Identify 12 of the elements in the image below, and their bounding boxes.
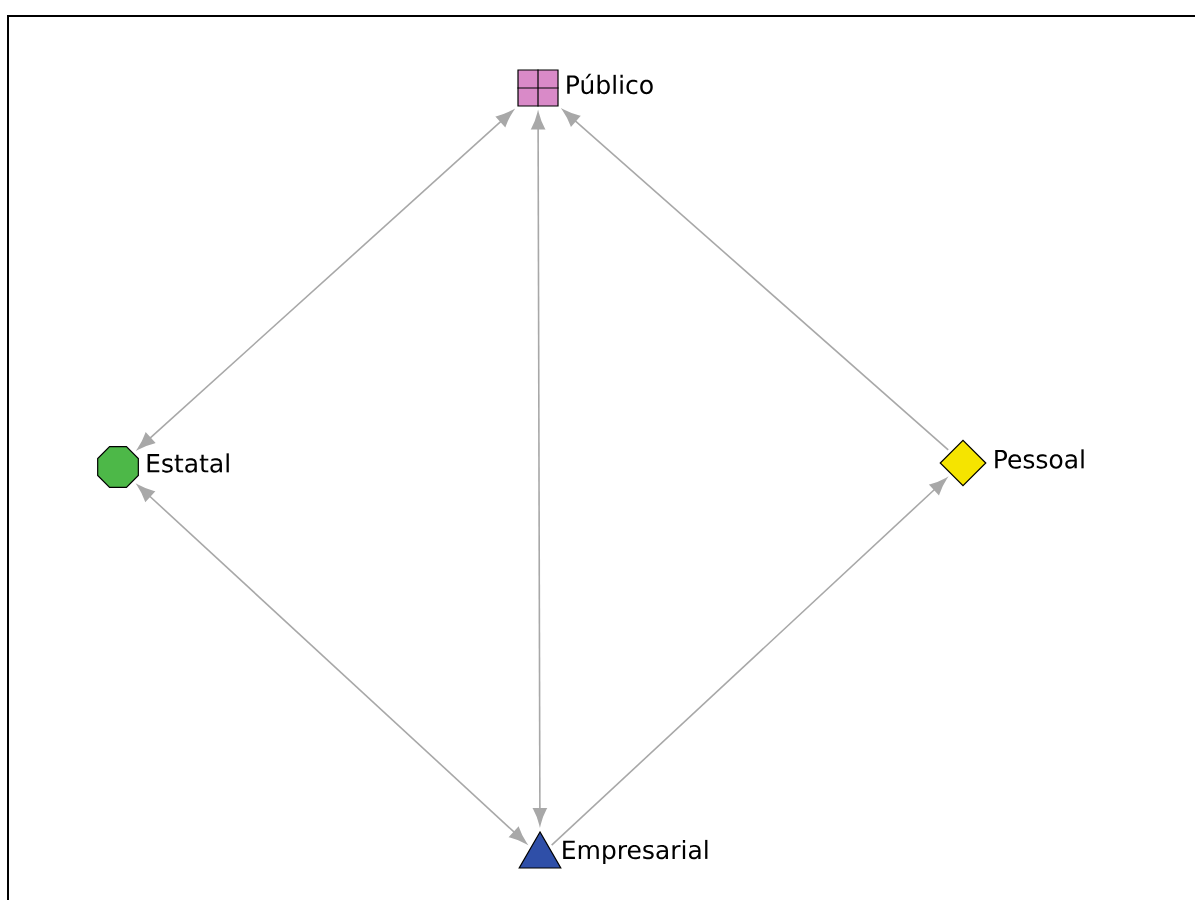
arrow	[562, 109, 949, 451]
arrow	[550, 477, 947, 846]
node-label: Pessoal	[995, 449, 1084, 469]
arrow	[137, 484, 527, 844]
diamond-symbol	[939, 439, 987, 487]
node-label: Público	[567, 73, 653, 95]
square-symbol	[516, 68, 560, 108]
node-label: Empresarial	[563, 839, 708, 865]
arrow	[531, 112, 547, 826]
octagon-symbol	[97, 446, 139, 488]
node-label: Estatal	[147, 453, 229, 473]
arrow	[137, 110, 514, 450]
